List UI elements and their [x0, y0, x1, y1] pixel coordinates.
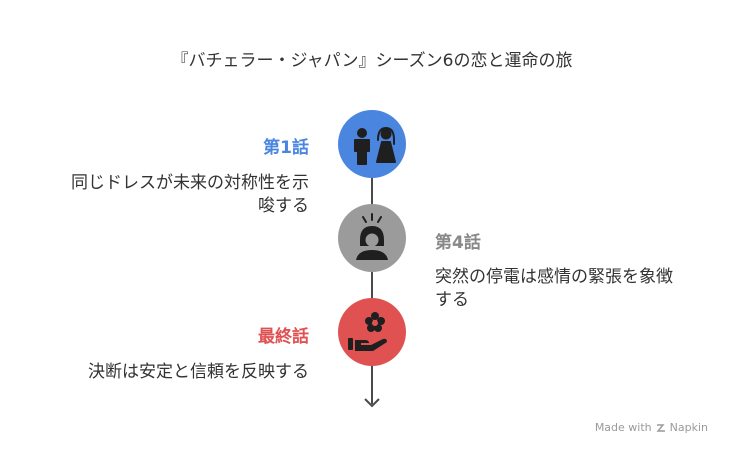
watermark: Made with Napkin: [595, 421, 708, 434]
step-1-description-line-2: 唆する: [258, 196, 309, 216]
step-3-description-line-1: 決断は安定と信頼を反映する: [88, 362, 309, 382]
step-3-label: 最終話: [258, 327, 309, 347]
step-2-description: 突然の停電は感情の緊張を象徴 する: [435, 266, 673, 312]
step-2-description-line-1: 突然の停電は感情の緊張を象徴: [435, 267, 673, 287]
stressed-person-icon: [356, 213, 388, 260]
watermark-prefix: Made with: [594, 421, 652, 434]
step-1-circle: [338, 110, 406, 178]
step-1-description-line-1: 同じドレスが未来の対称性を示: [71, 173, 309, 193]
couple-icon: [354, 127, 396, 165]
step-3-circle: [338, 298, 406, 366]
diagram-title: 『バチェラー・ジャパン』シーズン6の恋と運命の旅: [171, 51, 573, 71]
connector-line-1: [371, 178, 373, 204]
flower-in-hand-icon: [348, 312, 387, 351]
step-2-circle: [338, 204, 406, 272]
watermark-brand: Napkin: [669, 421, 708, 434]
connector-line-2: [371, 272, 373, 298]
step-2-label: 第4話: [435, 233, 481, 253]
step-3-description: 決断は安定と信頼を反映する: [88, 361, 309, 384]
step-2-description-line-2: する: [435, 290, 469, 310]
step-1-label: 第1話: [263, 138, 309, 158]
step-1-description: 同じドレスが未来の対称性を示 唆する: [71, 172, 309, 218]
napkin-logo-icon: [656, 423, 665, 432]
arrow-down-icon: [364, 398, 380, 408]
connector-line-3: [371, 366, 373, 404]
